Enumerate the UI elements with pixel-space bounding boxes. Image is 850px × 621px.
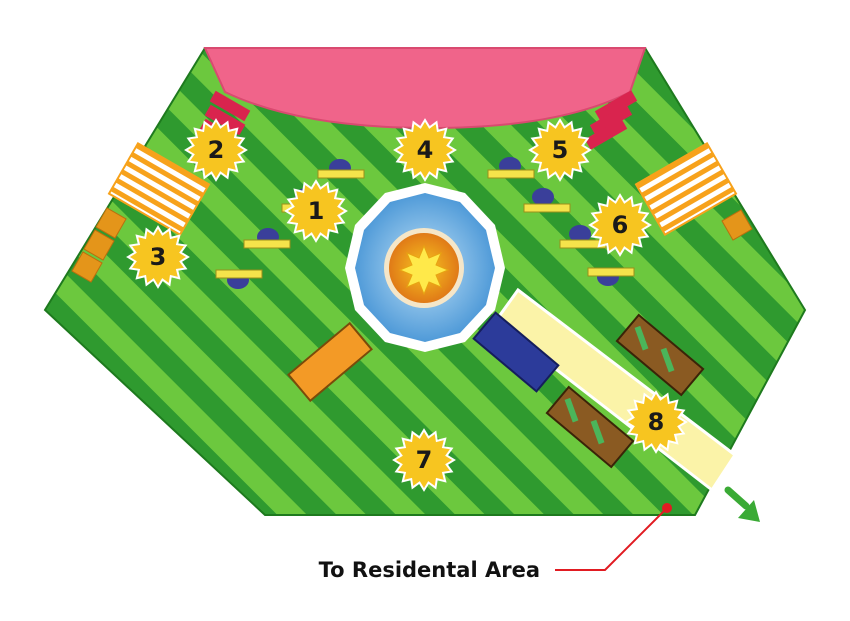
awning-right [634,142,738,236]
marker-label: 7 [416,446,433,474]
marker-5[interactable]: 5 [528,118,592,182]
building-orange [287,321,373,403]
arrow-down-right-icon[interactable] [724,486,760,522]
starburst-icon [284,179,348,243]
planter-left [545,385,635,469]
marker-label: 4 [417,136,434,164]
booth-block-right [721,209,753,241]
starburst-icon [392,428,456,492]
marker-label: 8 [648,408,665,436]
starburst-icon [393,118,457,182]
marker-4[interactable]: 4 [393,118,457,182]
caption-leader-line [555,503,672,571]
marker-1[interactable]: 1 [284,179,348,243]
marker-3[interactable]: 3 [126,225,190,289]
stage-steps-right [584,90,638,150]
residential-area-caption: To Residental Area [319,558,540,582]
marker-2[interactable]: 2 [184,118,248,182]
starburst-icon [588,193,652,257]
planter-right [615,313,705,397]
building-blue [472,311,560,393]
marker-label: 2 [208,136,225,164]
starburst-icon [624,390,688,454]
starburst-icon [184,118,248,182]
marker-label: 5 [552,136,569,164]
booth-blocks-left [71,207,127,283]
starburst-icon [126,225,190,289]
marker-7[interactable]: 7 [392,428,456,492]
sun-icon [398,244,450,296]
marker-label: 6 [612,211,629,239]
awning-left [107,142,211,236]
markers: 1 2 3 4 5 6 7 8 [126,118,688,492]
marker-label: 3 [150,243,167,271]
marker-8[interactable]: 8 [624,390,688,454]
starburst-icon [528,118,592,182]
marker-label: 1 [308,197,325,225]
fountain [345,183,505,352]
marker-6[interactable]: 6 [588,193,652,257]
